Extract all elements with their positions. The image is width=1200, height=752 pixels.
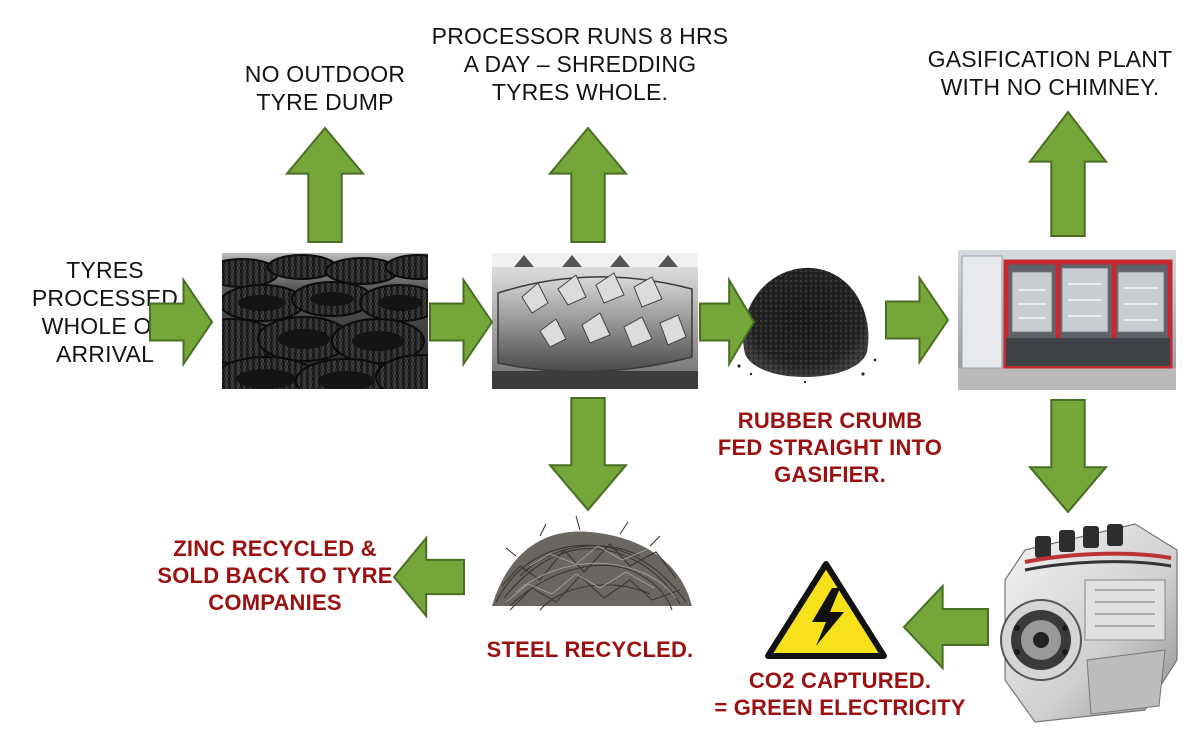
arrow-shape [902,583,989,671]
arrow-body [429,276,494,368]
arrow-tyres-up-no-dump [284,126,366,243]
label-steel-recycled: STEEL RECYCLED. [486,637,694,662]
shredder-photo [492,253,698,389]
arrow-body [392,535,465,619]
label-no-outdoor-dump: NO OUTDOOR TYRE DUMP [244,61,406,116]
arrow-gasifier-down-engine [1027,399,1109,514]
gasification-plant-photo [958,250,1176,390]
arrow-body [547,126,629,243]
label-processor: PROCESSOR RUNS 8 HRS A DAY – SHREDDING T… [431,23,729,106]
arrow-shape [1027,399,1109,514]
arrow-shape [547,397,629,512]
arrow-body [699,276,756,368]
label-co2-captured: CO2 CAPTURED. = GREEN ELECTRICITY [714,668,966,720]
arrow-engine-to-electricity [902,583,989,671]
arrow-shape [429,276,494,368]
arrow-shredder-up-processor [547,126,629,243]
high-voltage-warning-icon [764,560,888,660]
arrow-body [885,274,950,366]
label-zinc-recycled: ZINC RECYCLED & SOLD BACK TO TYRE COMPAN… [157,536,393,615]
arrow-body [149,276,214,368]
arrow-gasifier-up-no-chimney [1027,110,1109,237]
arrow-shape [885,274,950,366]
arrow-shape [1027,110,1109,237]
arrow-shape [149,276,214,368]
arrow-body [902,583,989,671]
arrow-shredder-down-steel [547,397,629,512]
arrow-body [284,126,366,243]
arrow-shape [284,126,366,243]
tyre-stack-photo [222,253,428,389]
arrow-body [1027,110,1109,237]
arrow-shape [547,126,629,243]
label-tyres-input: TYRES PROCESSED WHOLE ON ARRIVAL [31,257,179,368]
label-gasification-plant: GASIFICATION PLANT WITH NO CHIMNEY. [927,46,1173,101]
arrow-crumb-to-gasifier [885,274,950,366]
steel-wire-photo [480,506,702,626]
rubber-crumb-photo [725,250,885,390]
arrow-tyres-to-shredder [429,276,494,368]
arrow-shape [392,535,465,619]
arrow-shredder-to-crumb [699,276,756,368]
arrow-shape [699,276,756,368]
arrow-input-to-tyres [149,276,214,368]
arrow-body [1027,399,1109,514]
label-rubber-crumb: RUBBER CRUMB FED STRAIGHT INTO GASIFIER. [717,408,943,487]
arrow-steel-to-zinc [392,535,465,619]
arrow-body [547,397,629,512]
engine-generator-photo [995,510,1185,738]
